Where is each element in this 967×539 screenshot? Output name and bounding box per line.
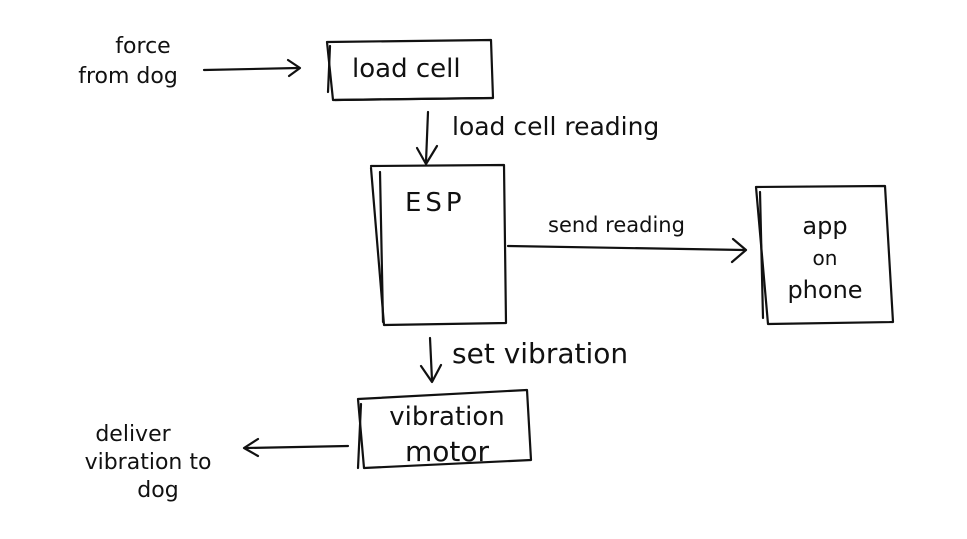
deliver-vibration-label: deliver vibration to dog (68, 424, 228, 502)
deliver-vibration-line-3: dog (137, 478, 179, 503)
edge-label-send-reading: send reading (548, 213, 685, 237)
arrow-load-cell-to-esp (415, 110, 439, 166)
force-from-dog-line-1: force (115, 34, 171, 59)
app-on-phone-box (754, 184, 895, 326)
vibration-motor-line-2: motor (404, 435, 490, 468)
esp-box (369, 163, 508, 327)
force-from-dog-line-2: from dog (78, 64, 178, 89)
force-from-dog-label: force from dog (58, 36, 198, 88)
vibration-motor-box (356, 388, 533, 470)
app-on-phone-line-1: app (802, 212, 848, 240)
load-cell-box (325, 38, 495, 102)
vibration-motor-label: vibration motor (366, 404, 528, 466)
arrow-esp-to-app (506, 237, 748, 264)
app-on-phone-label: app on phone (770, 214, 880, 302)
edge-label-set-vibration: set vibration (452, 337, 629, 370)
app-on-phone-line-3: phone (787, 276, 863, 304)
esp-label: ESP (405, 188, 466, 218)
arrow-motor-to-dog (242, 437, 350, 458)
arrow-force-to-load-cell (202, 58, 302, 78)
vibration-motor-line-1: vibration (389, 402, 505, 432)
deliver-vibration-line-2: vibration to (84, 450, 212, 475)
app-on-phone-line-2: on (812, 246, 838, 270)
edge-label-load-cell-reading: load cell reading (452, 112, 660, 141)
arrow-esp-to-motor (419, 336, 443, 384)
load-cell-label: load cell (352, 54, 461, 84)
deliver-vibration-line-1: deliver (95, 422, 171, 447)
